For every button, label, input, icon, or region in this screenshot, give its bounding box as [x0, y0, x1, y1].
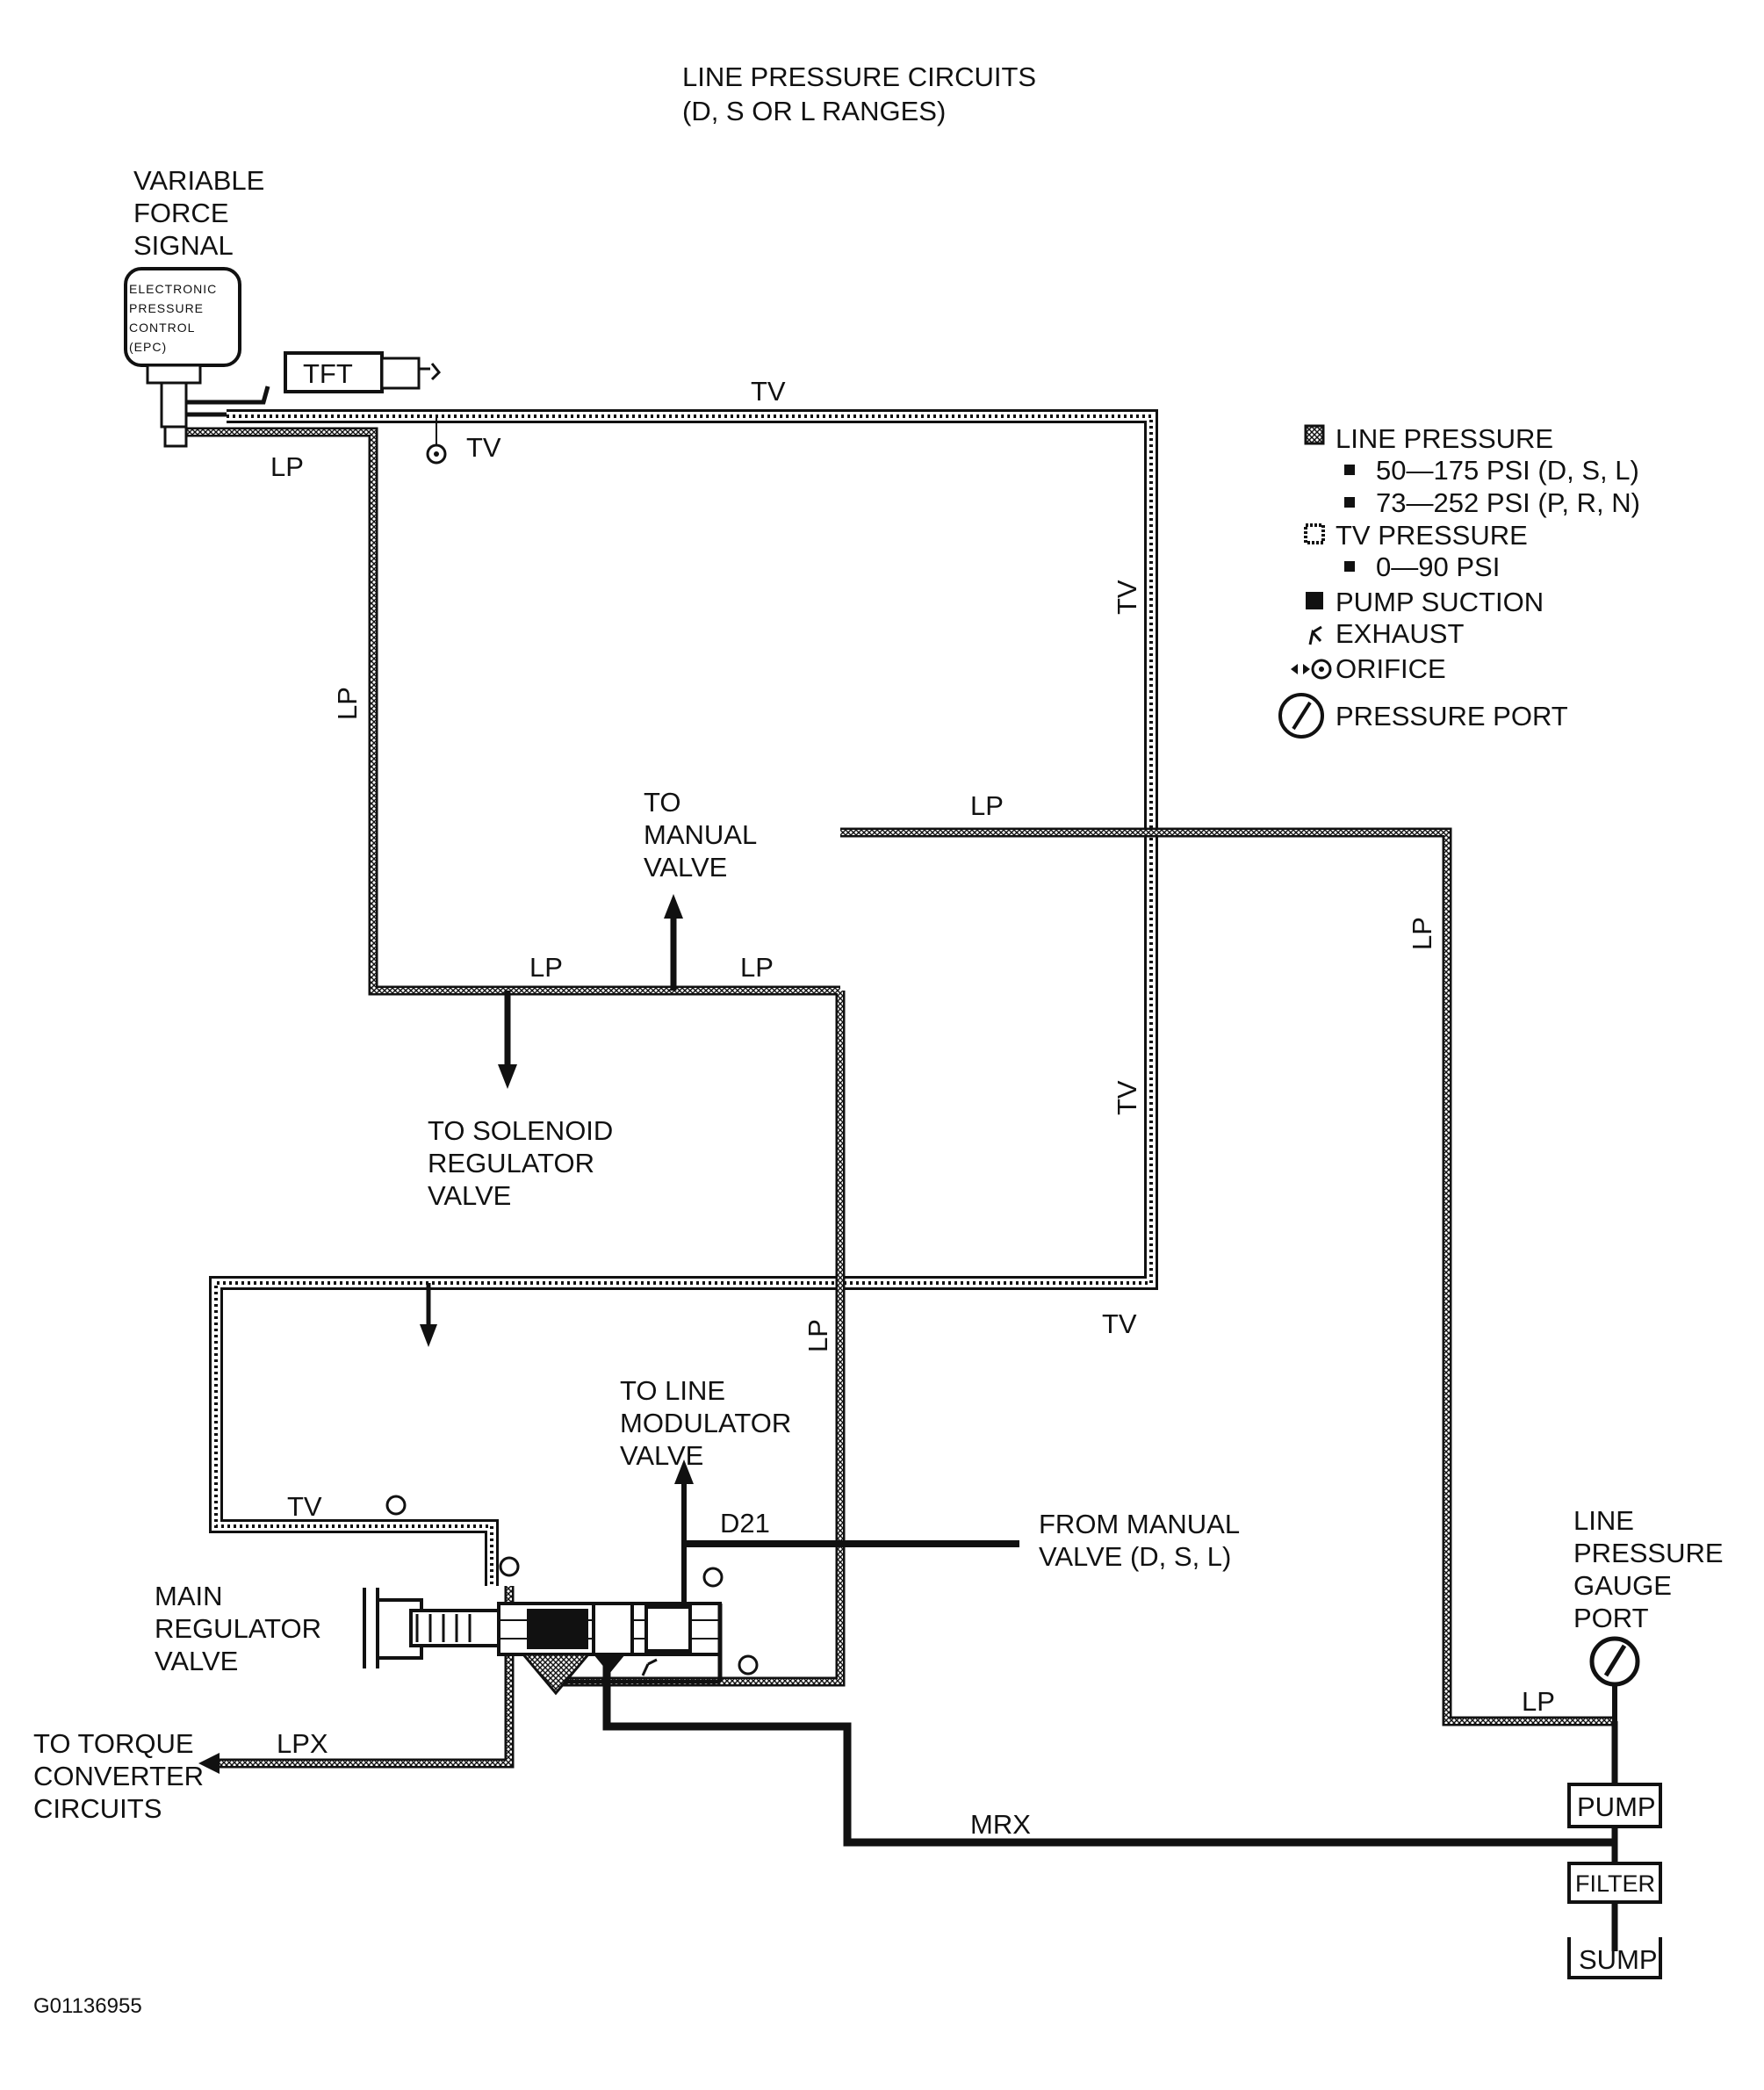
orifice-legend-icon [1291, 659, 1332, 680]
from-manual-valve-line-1: FROM MANUAL [1039, 1509, 1240, 1539]
epc-solenoid: VARIABLE FORCE SIGNAL ELECTRONIC PRESSUR… [124, 165, 264, 448]
to-line-modulator-line-1: TO LINE [620, 1375, 725, 1406]
tv-label-epc: TV [466, 432, 501, 463]
pump-label: PUMP [1577, 1791, 1656, 1822]
tv-label-right-vertical-1: TV [1112, 580, 1142, 615]
from-manual-valve-line-2: VALVE (D, S, L) [1039, 1541, 1231, 1572]
line-labels: LP TV TV LP TV TV LP LP LP LP LP TV TV D… [270, 376, 1555, 1840]
epc-box-line-3: CONTROL [129, 321, 195, 335]
tv-label-right-vertical-2: TV [1112, 1080, 1142, 1115]
lp-label-center-vertical: LP [803, 1319, 833, 1352]
gauge-port-line-3: GAUGE [1573, 1570, 1672, 1601]
legend-line-pressure: LINE PRESSURE [1336, 423, 1553, 454]
tv-pressure-swatch [1304, 523, 1325, 544]
to-torque-converter-line-2: CONVERTER [33, 1761, 204, 1791]
to-solenoid-regulator-line-1: TO SOLENOID [428, 1115, 613, 1146]
line-pressure-swatch [1304, 424, 1325, 445]
epc-box-line-4: (EPC) [129, 340, 167, 354]
orifice-icon [426, 416, 447, 465]
epc-signal-line-2: FORCE [133, 198, 229, 228]
pump-box: PUMP [1567, 1783, 1662, 1828]
epc-signal-line-3: SIGNAL [133, 230, 234, 261]
legend-pressure-port: PRESSURE PORT [1336, 701, 1568, 732]
lp-label-left-vertical: LP [332, 687, 363, 720]
tft-sensor: TFT [284, 351, 442, 393]
sump-label: SUMP [1579, 1944, 1658, 1975]
main-regulator-valve [363, 1495, 759, 1696]
legend-pump-suction: PUMP SUCTION [1336, 587, 1544, 617]
to-torque-converter-line-1: TO TORQUE [33, 1728, 194, 1759]
exhaust-icon [1308, 625, 1322, 645]
d21-label: D21 [720, 1508, 770, 1539]
lp-label-mid-right: LP [740, 952, 774, 983]
to-solenoid-regulator-line-2: REGULATOR [428, 1148, 594, 1178]
tv-label-lower-left: TV [287, 1491, 322, 1522]
filter-label: FILTER [1575, 1870, 1655, 1897]
legend-tv-pressure: TV PRESSURE [1336, 520, 1528, 551]
tft-label: TFT [303, 358, 353, 389]
lp-label-mid-left: LP [529, 952, 563, 983]
main-regulator-line-2: REGULATOR [155, 1613, 321, 1644]
legend-lp-range-2: 73—252 PSI (P, R, N) [1376, 487, 1640, 518]
legend-orifice: ORIFICE [1336, 653, 1446, 684]
pressure-gauge-port [1589, 1636, 1640, 1721]
lpx-label: LPX [277, 1728, 328, 1759]
to-manual-valve-line-2: MANUAL [644, 819, 757, 850]
bullet-icon [1344, 561, 1355, 572]
legend: LINE PRESSURE 50—175 PSI (D, S, L) 73—25… [1278, 423, 1640, 739]
bullet-icon [1344, 465, 1355, 475]
mrx-label: MRX [970, 1809, 1031, 1840]
title-line-2: (D, S OR L RANGES) [682, 96, 946, 126]
pump-suction-swatch [1306, 592, 1323, 609]
tv-label-top: TV [751, 376, 786, 407]
legend-lp-range-1: 50—175 PSI (D, S, L) [1376, 455, 1639, 486]
gauge-port-line-2: PRESSURE [1573, 1538, 1724, 1568]
main-regulator-line-1: MAIN [155, 1581, 223, 1611]
sump-box: SUMP [1567, 1937, 1662, 1979]
lp-label-gauge: LP [1522, 1686, 1555, 1717]
to-line-modulator-line-2: MODULATOR [620, 1408, 791, 1438]
to-manual-valve-line-3: VALVE [644, 852, 727, 883]
pressure-port-icon [1278, 693, 1324, 739]
to-manual-valve-line-1: TO [644, 787, 681, 818]
epc-box-line-2: PRESSURE [129, 301, 204, 315]
main-regulator-line-3: VALVE [155, 1646, 238, 1676]
lp-label-epc: LP [270, 451, 304, 482]
filter-box: FILTER [1567, 1862, 1662, 1904]
gauge-port-line-4: PORT [1573, 1603, 1649, 1633]
legend-tv-range: 0—90 PSI [1376, 551, 1500, 582]
to-torque-converter-line-3: CIRCUITS [33, 1793, 162, 1824]
destination-labels: TO MANUAL VALVE TO SOLENOID REGULATOR VA… [33, 787, 1724, 1824]
lp-label-upper-right: LP [970, 790, 1004, 821]
line-pressure-lines [167, 386, 1615, 1774]
epc-box-line-1: ELECTRONIC [129, 282, 217, 296]
bullet-icon [1344, 497, 1355, 508]
legend-exhaust: EXHAUST [1336, 618, 1464, 649]
lp-label-far-right-vertical: LP [1407, 917, 1437, 950]
figure-id: G01136955 [33, 1994, 142, 2018]
title-line-1: LINE PRESSURE CIRCUITS [682, 61, 1036, 92]
to-line-modulator-line-3: VALVE [620, 1440, 703, 1471]
tv-pressure-lines [209, 409, 1158, 1586]
epc-signal-line-1: VARIABLE [133, 165, 264, 196]
tv-label-bottom: TV [1102, 1308, 1137, 1339]
gauge-port-line-1: LINE [1573, 1505, 1634, 1536]
to-solenoid-regulator-line-3: VALVE [428, 1180, 511, 1211]
